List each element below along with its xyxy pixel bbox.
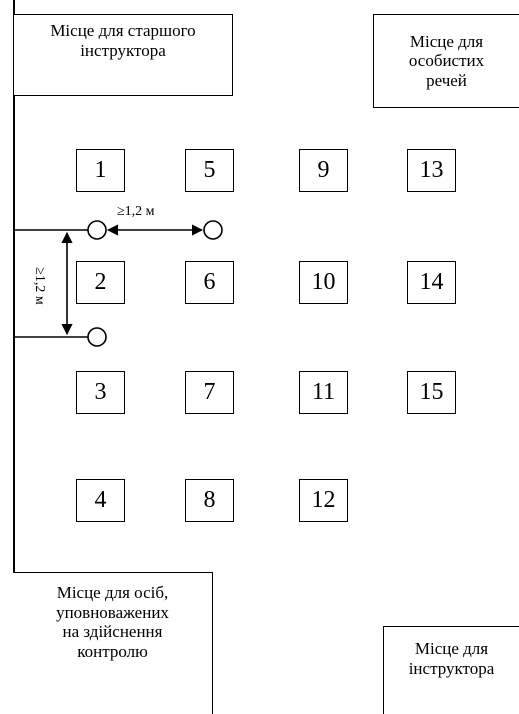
personal-items-zone: Місце для особистих речей bbox=[373, 14, 519, 108]
left-wall bbox=[13, 0, 15, 714]
seat-9: 9 bbox=[299, 149, 348, 192]
seat-10: 10 bbox=[299, 261, 348, 304]
seat-2: 2 bbox=[76, 261, 125, 304]
seat-13: 13 bbox=[407, 149, 456, 192]
seat-1: 1 bbox=[76, 149, 125, 192]
controllers-label: Місце для осіб, уповноважених на здійсне… bbox=[56, 583, 169, 661]
seat-3: 3 bbox=[76, 371, 125, 414]
seat-5: 5 bbox=[185, 149, 234, 192]
seat-8: 8 bbox=[185, 479, 234, 522]
seat-11: 11 bbox=[299, 371, 348, 414]
seat-7: 7 bbox=[185, 371, 234, 414]
vertical-dimension-label: ≥1,2 м bbox=[31, 267, 47, 305]
marker-circle-2 bbox=[203, 220, 223, 240]
seat-12: 12 bbox=[299, 479, 348, 522]
instructor-label: Місце для інструктора bbox=[408, 639, 495, 678]
senior-instructor-zone: Місце для старшого інструктора bbox=[13, 14, 233, 96]
horizontal-dimension-label: ≥1,2 м bbox=[117, 204, 155, 219]
personal-items-label: Місце для особистих речей bbox=[408, 31, 485, 90]
seat-6: 6 bbox=[185, 261, 234, 304]
marker-circle-1 bbox=[87, 220, 107, 240]
senior-instructor-label: Місце для старшого інструктора bbox=[50, 21, 196, 60]
seat-15: 15 bbox=[407, 371, 456, 414]
instructor-zone: Місце для інструктора bbox=[383, 626, 519, 714]
controllers-zone: Місце для осіб, уповноважених на здійсне… bbox=[13, 572, 213, 714]
seat-4: 4 bbox=[76, 479, 125, 522]
seat-14: 14 bbox=[407, 261, 456, 304]
marker-circle-3 bbox=[87, 327, 107, 347]
